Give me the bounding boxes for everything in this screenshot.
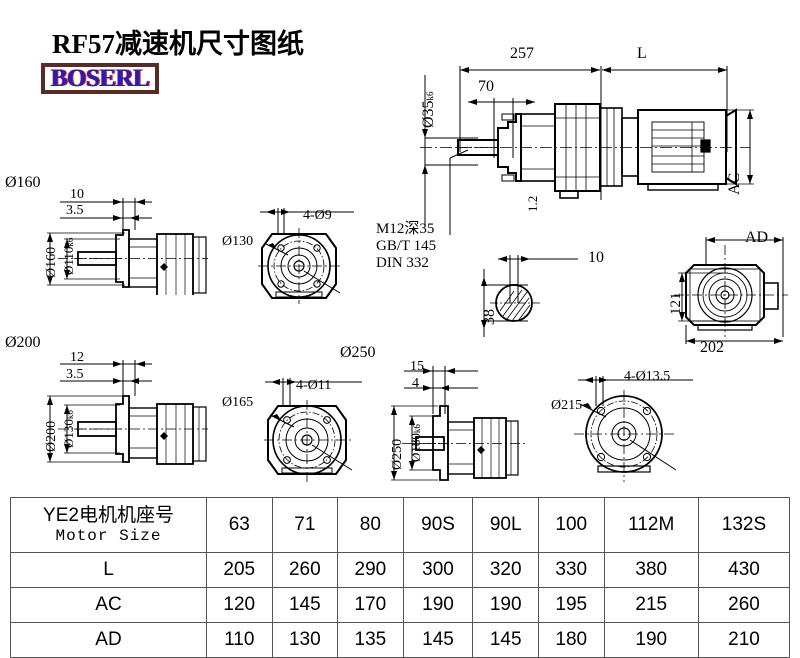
table-cell: 260	[271, 552, 339, 588]
dim-L-label: L	[637, 45, 647, 62]
view-250-dim-4: 4	[412, 376, 419, 391]
table-cell: 195	[537, 587, 605, 623]
table-size-cell: 112M	[603, 497, 699, 553]
motor-end-view	[638, 225, 800, 350]
dim-AC-label: AC	[726, 172, 743, 195]
view-200-drawing	[30, 348, 210, 470]
view-250-heading: Ø250	[340, 344, 376, 361]
table-cell: 430	[697, 552, 791, 588]
table-size-cell: 63	[206, 497, 273, 553]
note-m12: M12深35	[376, 221, 435, 237]
view-160-dim-inner: Ø110k6	[61, 238, 77, 275]
table-cell: 320	[472, 552, 539, 588]
table-row-label: AD	[10, 622, 207, 658]
table-row: AD 110 130 135 145 145 180 190 210	[10, 622, 791, 658]
table-cell: 170	[337, 587, 404, 623]
view-200-dim-outer: Ø200	[44, 420, 59, 452]
dim-202-label: 202	[700, 339, 724, 356]
table-size-cell: 90L	[472, 497, 539, 553]
dim-70-label: 70	[478, 78, 494, 95]
table-cell: 215	[603, 587, 699, 623]
logo-border	[41, 63, 159, 94]
view-200-dim-3-5: 3.5	[66, 367, 84, 382]
table-row-label: AC	[10, 587, 207, 623]
table-cell: 190	[472, 587, 539, 623]
table-cell: 290	[337, 552, 404, 588]
table-cell: 205	[206, 552, 273, 588]
view-250-dim-15: 15	[410, 359, 424, 374]
table-cell: 190	[402, 587, 474, 623]
dim-257-label: 257	[510, 45, 534, 62]
table-cell: 190	[603, 622, 699, 658]
view-200-inner-tolerance: k6	[65, 410, 75, 420]
dim-121-label: 121	[668, 292, 684, 316]
view-250-drawing	[378, 358, 538, 488]
note-gbt: GB/T 145	[376, 238, 437, 254]
view-200-dim-12: 12	[70, 350, 84, 365]
view-160-dim-3-5: 3.5	[66, 203, 84, 218]
table-size-cell: 132S	[697, 497, 791, 553]
table-cell: 145	[271, 587, 339, 623]
key-width-label: 10	[588, 249, 604, 266]
table-cell: 210	[697, 622, 791, 658]
table-cell: 130	[271, 622, 339, 658]
view-200-heading: Ø200	[5, 334, 41, 351]
table-row-label: L	[10, 552, 207, 588]
shaft-section-detail	[470, 245, 630, 345]
view-250-dim-inner: Ø180k6	[408, 424, 424, 462]
view-250-dim-outer: Ø250	[390, 438, 405, 470]
dim-shaft-value: Ø35	[420, 100, 437, 128]
dim-shaft-tolerance: k6	[425, 91, 435, 101]
table-cell: 300	[402, 552, 474, 588]
table-cell: 110	[206, 622, 273, 658]
view-flange-165-drawing	[240, 370, 380, 488]
table-size-cell: 80	[337, 497, 404, 553]
table-size-cell: 71	[271, 497, 339, 553]
table-header-cn: YE2电机机座号	[43, 504, 174, 526]
table-row: AC 120 145 170 190 190 195 215 260	[10, 587, 791, 623]
table-row: L 205 260 290 300 320 330 380 430	[10, 552, 791, 588]
view-flange-215-drawing	[548, 362, 728, 488]
view-160-drawing	[30, 185, 210, 295]
motor-size-table: YE2电机机座号 Motor Size 63 71 80 90S 90L 100…	[10, 497, 791, 658]
table-cell: 120	[206, 587, 273, 623]
table-header-row: YE2电机机座号 Motor Size 63 71 80 90S 90L 100…	[10, 497, 791, 553]
view-flange-130-pcd: Ø130	[222, 234, 254, 249]
view-160-dim-10: 10	[70, 187, 84, 202]
dim-shaft-diameter-label: Ø35k6	[420, 91, 438, 128]
view-flange-165-holes: 4-Ø11	[296, 378, 332, 393]
view-flange-130-drawing	[232, 200, 367, 308]
table-header-en: Motor Size	[55, 526, 162, 545]
table-size-cell: 100	[537, 497, 605, 553]
view-160-inner-tolerance: k6	[65, 237, 75, 247]
view-200-dim-inner: Ø130k6	[61, 410, 77, 448]
view-160-dim-outer: Ø160	[44, 246, 59, 278]
view-flange-215-holes: 4-Ø13.5	[624, 369, 671, 384]
brand-logo: BOSERL	[50, 65, 150, 92]
thread-note-block: M12深35 GB/T 145 DIN 332	[376, 222, 436, 271]
table-size-cell: 90S	[402, 497, 474, 553]
view-flange-165-pcd: Ø165	[222, 395, 254, 410]
view-250-inner-value: Ø180	[408, 433, 423, 462]
dim-AD-label: AD	[745, 229, 769, 246]
table-cell: 330	[537, 552, 605, 588]
table-cell: 180	[537, 622, 605, 658]
view-250-inner-tolerance: k6	[412, 424, 422, 434]
view-160-heading: Ø160	[5, 174, 41, 191]
note-din: DIN 332	[376, 255, 429, 271]
key-height-label: 38	[481, 309, 498, 325]
table-cell: 145	[402, 622, 474, 658]
table-cell: 135	[337, 622, 404, 658]
table-cell: 260	[697, 587, 791, 623]
view-160-inner-value: Ø110	[61, 246, 76, 275]
view-flange-130-holes: 4-Ø9	[303, 208, 332, 223]
table-cell: 145	[472, 622, 539, 658]
view-flange-215-pcd: Ø215	[551, 398, 583, 413]
dim-1-2-label: 1.2	[525, 195, 540, 212]
table-header-label: YE2电机机座号 Motor Size	[10, 497, 207, 553]
page-title: RF57减速机尺寸图纸	[52, 29, 304, 59]
main-assembly-view	[390, 30, 800, 255]
table-cell: 380	[603, 552, 699, 588]
view-200-inner-value: Ø130	[61, 419, 76, 448]
